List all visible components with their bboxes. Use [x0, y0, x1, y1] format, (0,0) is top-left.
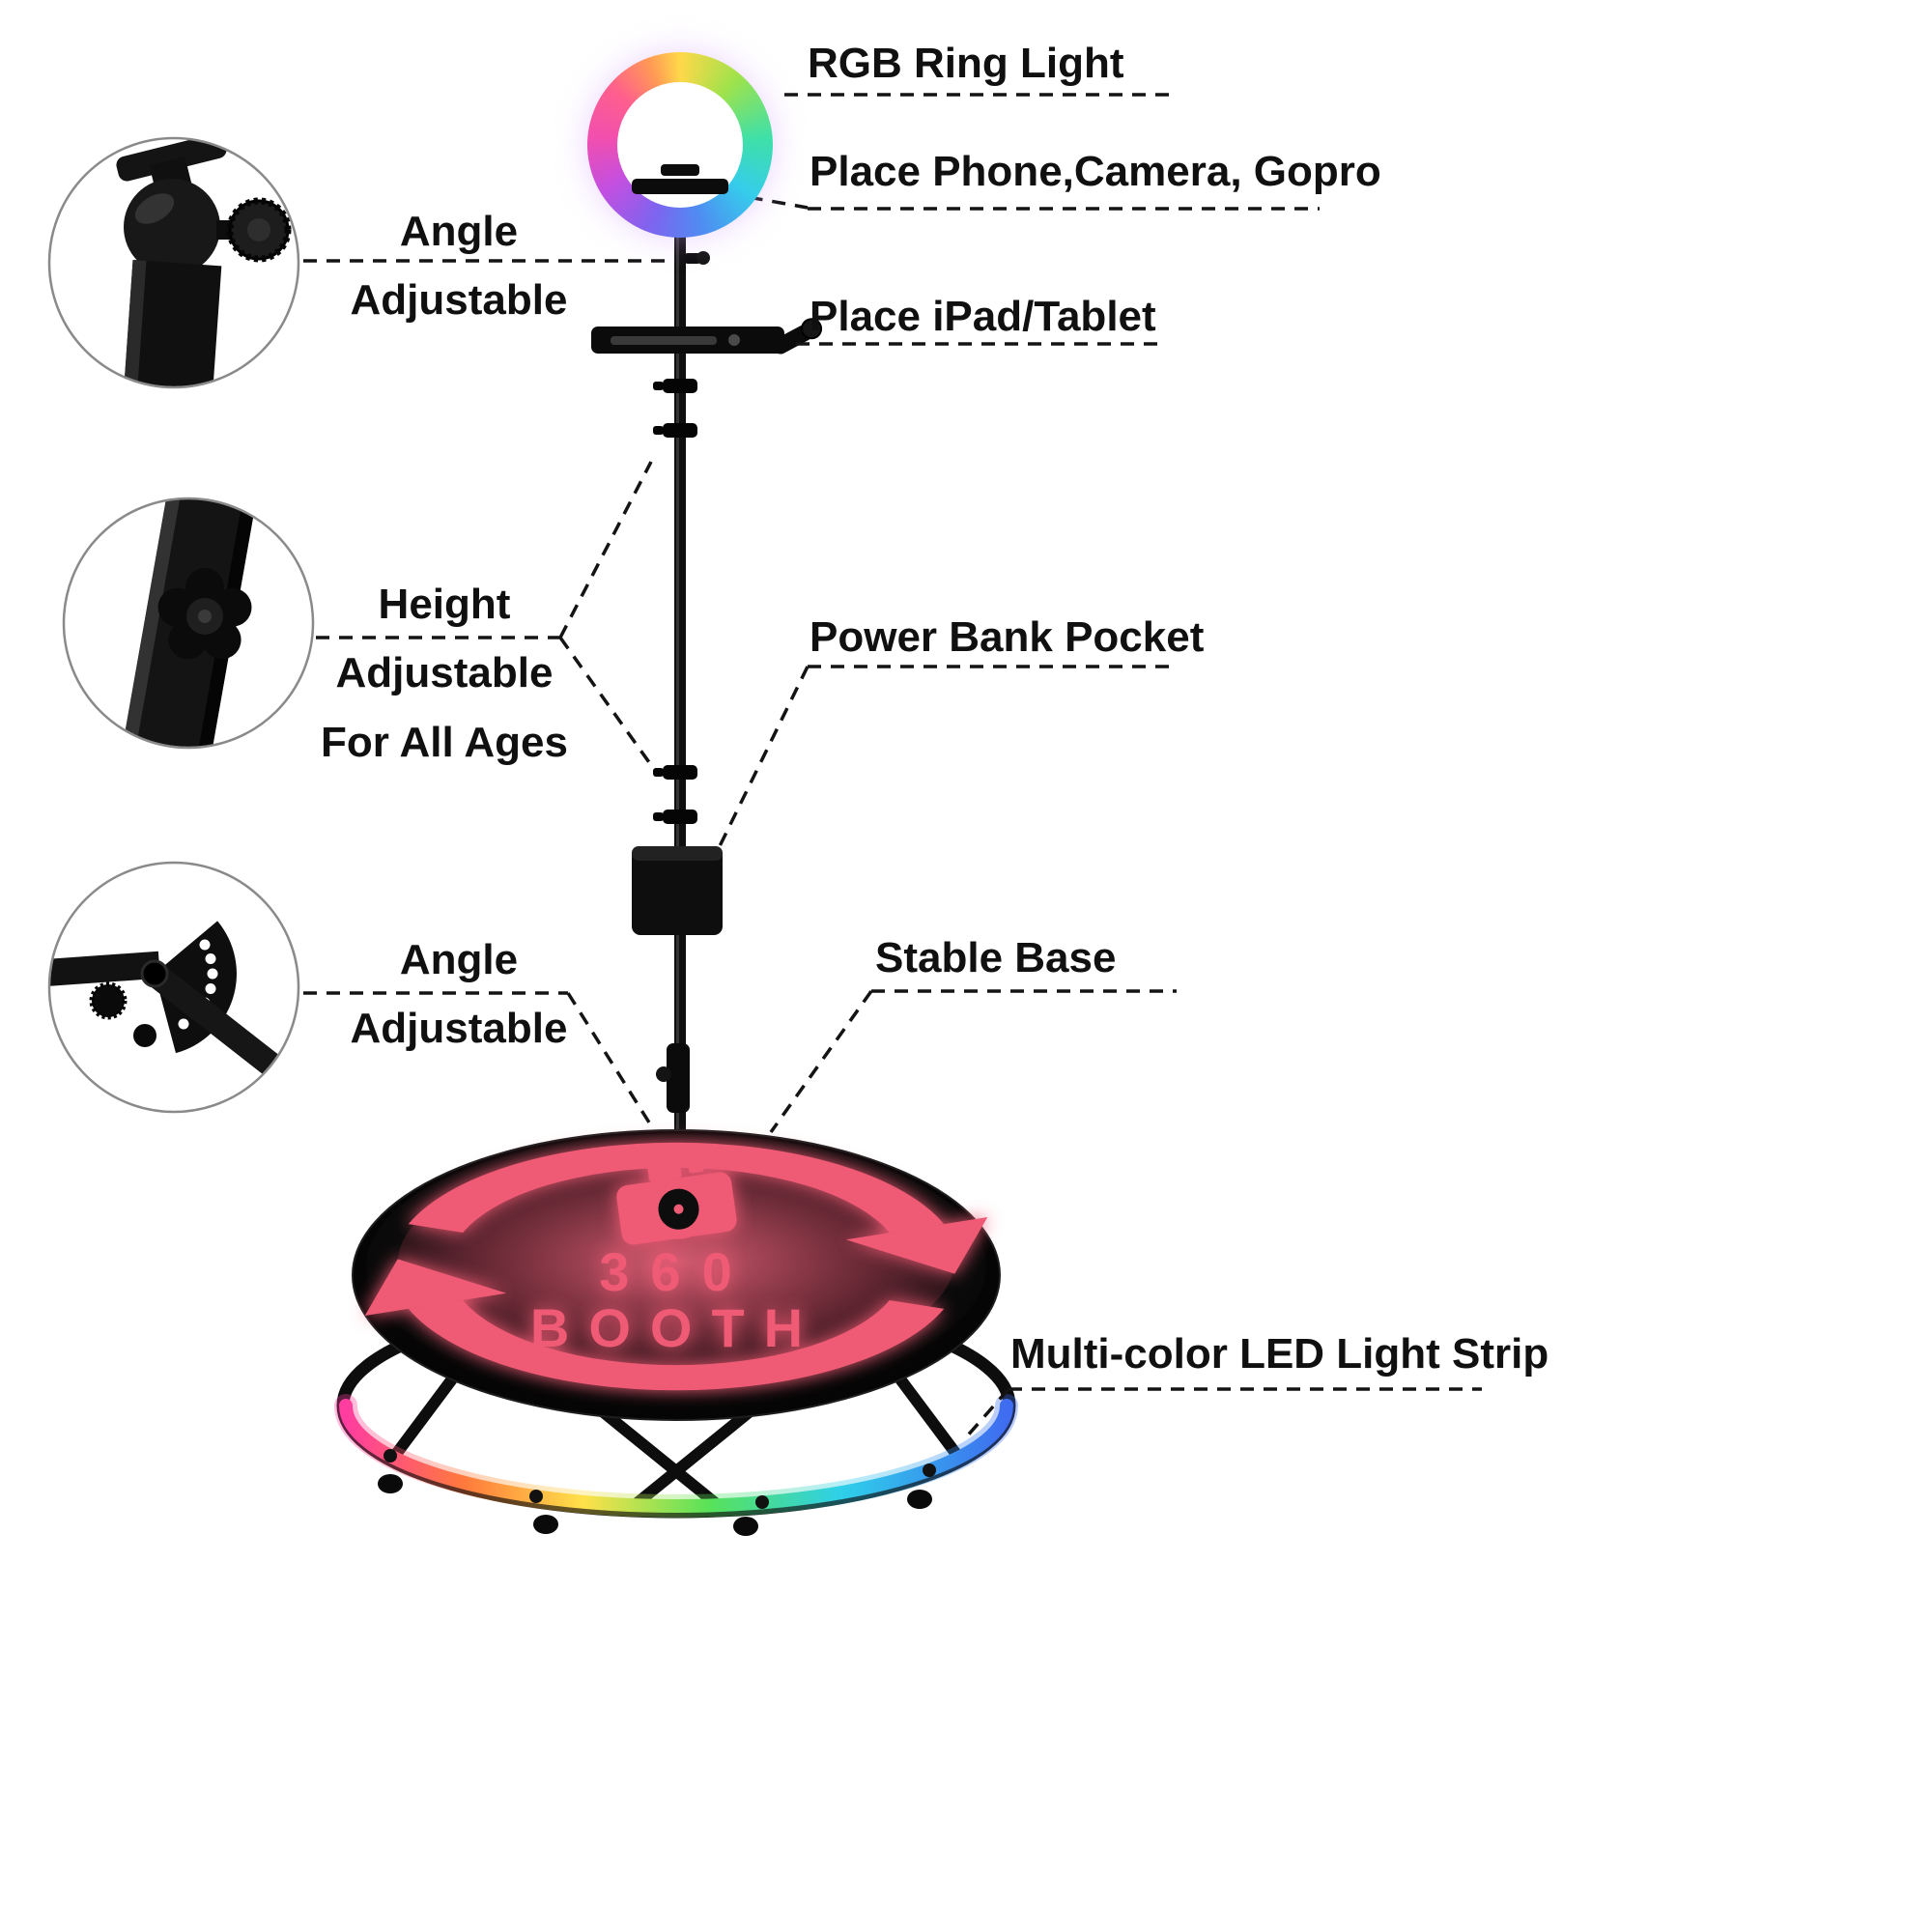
leader-led-strip-diagonal [964, 1387, 1010, 1439]
leader-power-bank-diagonal [717, 666, 810, 849]
label-height-line3: For All Ages [321, 718, 568, 766]
ring-light-hole [617, 82, 743, 208]
pole [674, 236, 686, 1150]
label-power-bank: Power Bank Pocket [810, 613, 1205, 661]
leader-height-down [558, 636, 653, 767]
leader-angle-bottom-diagonal [566, 992, 651, 1123]
led-strip-mounts [384, 1449, 936, 1509]
label-height-line2: Adjustable [335, 649, 554, 697]
label-led-strip: Multi-color LED Light Strip [1010, 1330, 1549, 1378]
label-rgb-ring-light: RGB Ring Light [808, 40, 1124, 87]
platform-logo-number: 360 [599, 1241, 753, 1302]
detail-photo-ball-head [47, 136, 300, 389]
rotating-platform: 360 BOOTH [352, 1129, 1001, 1421]
mount-knob [772, 318, 823, 355]
multicolor-led-strip [334, 1394, 1018, 1518]
platform-artwork: 360 BOOTH [364, 1142, 988, 1391]
ipad-tablet-mount [591, 318, 823, 355]
label-angle-adjustable-top: Angle Adjustable [319, 197, 599, 335]
phone-clamp-jaw [661, 164, 699, 176]
phone-clamp-bar [632, 179, 728, 194]
label-angle-top-line1: Angle [399, 208, 519, 255]
detail-photo-angle-bracket [47, 861, 300, 1114]
platform-logo-word: BOOTH [530, 1297, 822, 1358]
stand-pole [591, 236, 823, 1150]
upper-locking-clamps [653, 379, 697, 438]
label-place-ipad: Place iPad/Tablet [810, 293, 1156, 340]
label-angle-adjustable-bottom: Angle Adjustable [319, 925, 599, 1064]
detail-photo-star-knob [62, 497, 315, 750]
label-place-phone: Place Phone,Camera, Gopro [810, 148, 1381, 195]
pole-hinge [656, 1043, 690, 1113]
label-angle-bottom-line2: Adjustable [350, 1005, 568, 1053]
label-stable-base: Stable Base [875, 934, 1117, 981]
leader-stable-base-diagonal [769, 989, 873, 1134]
rotation-arrows-icon [364, 1142, 988, 1391]
camera-icon [616, 1162, 737, 1245]
label-angle-bottom-line1: Angle [399, 936, 519, 983]
label-height-adjustable: Height Adjustable For All Ages [285, 570, 604, 777]
power-bank-pocket [632, 846, 723, 935]
star-knob-icon [157, 568, 252, 660]
base-feet [378, 1474, 932, 1536]
label-height-line1: Height [378, 581, 511, 628]
phone-holder-clamp [632, 164, 728, 199]
label-angle-top-line2: Adjustable [350, 276, 568, 325]
lower-locking-clamps [653, 765, 697, 824]
leader-lines [303, 93, 1482, 1439]
leader-height-up [558, 461, 653, 639]
rgb-ring-light [587, 52, 773, 238]
